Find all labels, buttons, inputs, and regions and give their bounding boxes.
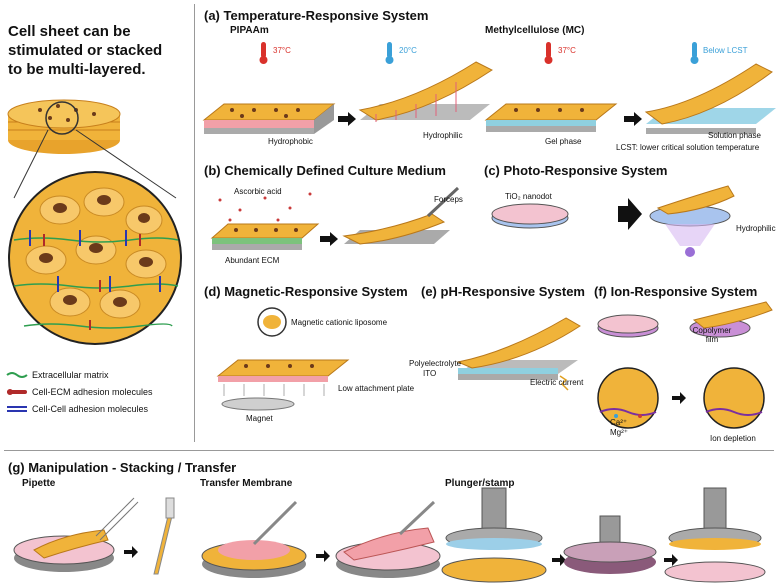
sub-pipette: Pipette bbox=[22, 478, 56, 489]
headline-line-1: Cell sheet can be bbox=[8, 23, 131, 40]
legend-label-cell-ecm: Cell-ECM adhesion molecules bbox=[32, 387, 153, 397]
cell-ecm-adhesion-icon bbox=[7, 389, 27, 395]
label-polyelectrolyte: Polyelectrolyte bbox=[409, 359, 462, 368]
panel-a-title: (a) Temperature-Responsive System bbox=[204, 8, 429, 23]
panel-c-illustration bbox=[491, 185, 735, 257]
temp-20: 20°C bbox=[399, 46, 417, 55]
horizontal-divider bbox=[4, 450, 774, 451]
panel-g-illustration bbox=[13, 487, 766, 583]
headline-line-3: to be multi-layered. bbox=[8, 61, 146, 78]
temp-37-right: 37°C bbox=[558, 46, 576, 55]
legend-item-cell-cell: Cell-Cell adhesion molecules bbox=[6, 404, 194, 414]
headline-line-2: stimulated or stacked bbox=[8, 42, 163, 59]
legend-item-cell-ecm: Cell-ECM adhesion molecules bbox=[6, 387, 194, 397]
stacked-cell-sheet-illustration bbox=[7, 99, 182, 345]
temp-below-lcst: Below LCST bbox=[703, 46, 748, 55]
thermometer-cold-icon-2 bbox=[690, 42, 699, 64]
lcst-footnote: LCST: lower critical solution temperatur… bbox=[616, 143, 760, 152]
label-hydrophilic-c: Hydrophilic bbox=[736, 224, 776, 233]
panel-a-sub-mc: Methylcellulose (MC) bbox=[485, 25, 585, 36]
label-ascorbic-acid: Ascorbic acid bbox=[234, 187, 282, 196]
label-ion-depletion: Ion depletion bbox=[710, 434, 756, 443]
thermometer-cold-icon bbox=[385, 42, 394, 64]
panel-b-illustration bbox=[210, 186, 460, 250]
label-solution-phase: Solution phase bbox=[708, 131, 761, 140]
panel-a-illustration bbox=[202, 42, 776, 134]
panel-b-title: (b) Chemically Defined Culture Medium bbox=[204, 163, 446, 178]
sub-transfer-membrane: Transfer Membrane bbox=[200, 478, 293, 489]
left-headline: Cell sheet can be stimulated or stacked … bbox=[8, 22, 193, 79]
label-electric-current: Electric current bbox=[530, 378, 584, 387]
panel-c-title: (c) Photo-Responsive System bbox=[484, 163, 668, 178]
label-magnetic-liposome: Magnetic cationic liposome bbox=[291, 318, 388, 327]
panel-a-sub-pipaam: PIPAAm bbox=[230, 25, 269, 36]
label-ca: Ca²⁺ bbox=[610, 418, 628, 427]
panel-f-illustration bbox=[597, 301, 773, 429]
label-magnet: Magnet bbox=[246, 414, 273, 423]
label-forceps: Forceps bbox=[434, 195, 463, 204]
label-ito: ITO bbox=[423, 369, 437, 378]
temp-37-left: 37°C bbox=[273, 46, 291, 55]
label-abundant-ecm: Abundant ECM bbox=[225, 256, 280, 265]
panel-f-title: (f) Ion-Responsive System bbox=[594, 284, 758, 299]
label-tio2: TiO₂ nanodot bbox=[505, 192, 552, 201]
legend: Extracellular matrix Cell-ECM adhesion m… bbox=[6, 370, 194, 414]
legend-item-ecm: Extracellular matrix bbox=[6, 370, 194, 380]
label-hydrophilic-a: Hydrophilic bbox=[423, 131, 463, 140]
vertical-divider bbox=[194, 4, 195, 442]
cell-cell-adhesion-icon bbox=[7, 406, 27, 412]
ecm-icon bbox=[6, 372, 28, 378]
sub-plunger: Plunger/stamp bbox=[445, 478, 515, 489]
panel-e-title: (e) pH-Responsive System bbox=[421, 284, 585, 299]
legend-label-cell-cell: Cell-Cell adhesion molecules bbox=[32, 404, 149, 414]
label-mg: Mg²⁺ bbox=[610, 428, 628, 437]
panel-d-title: (d) Magnetic-Responsive System bbox=[204, 284, 408, 299]
legend-label-ecm: Extracellular matrix bbox=[32, 370, 109, 380]
thermometer-hot-icon-2 bbox=[544, 42, 553, 64]
panel-e-illustration bbox=[456, 317, 581, 391]
label-copolymer-film: Copolymer film bbox=[692, 326, 732, 344]
label-hydrophobic: Hydrophobic bbox=[268, 137, 313, 146]
thermometer-hot-icon-1 bbox=[259, 42, 268, 64]
label-low-attachment: Low attachment plate bbox=[338, 384, 415, 393]
label-gel-phase: Gel phase bbox=[545, 137, 582, 146]
panel-d-illustration bbox=[216, 307, 350, 411]
panel-g-title: (g) Manipulation - Stacking / Transfer bbox=[8, 460, 237, 475]
